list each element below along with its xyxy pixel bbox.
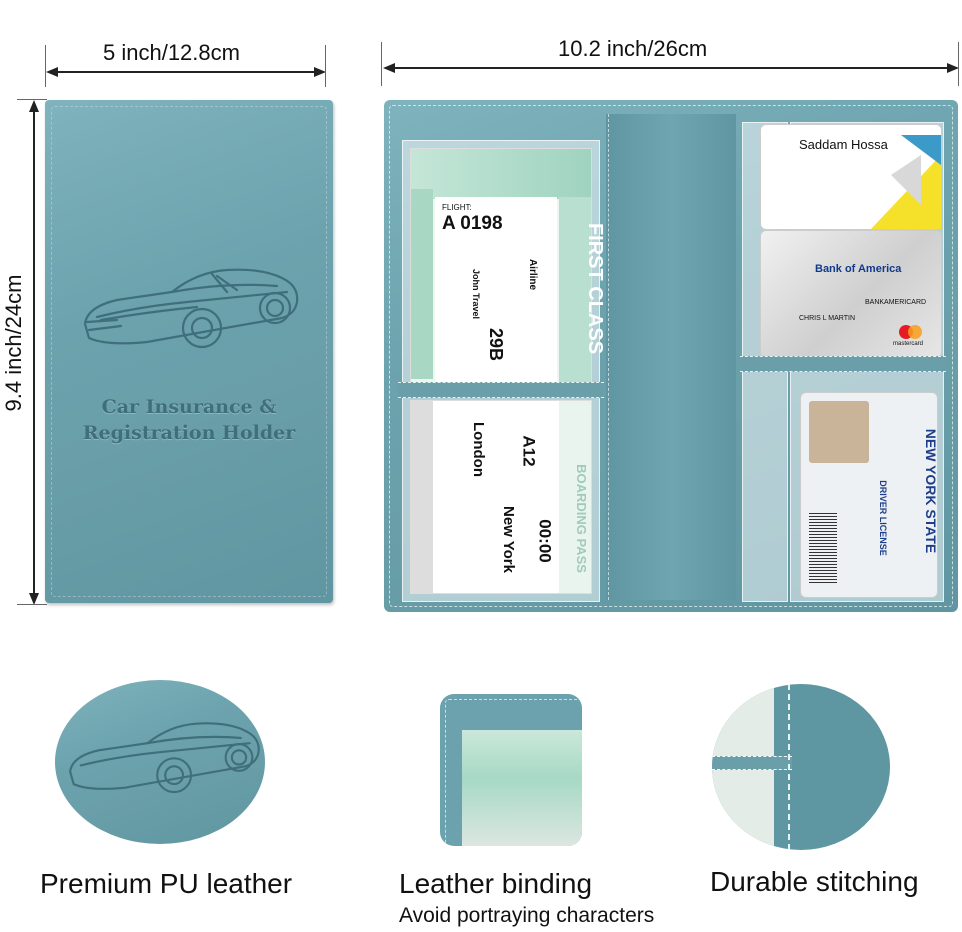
origin-city: London: [469, 422, 487, 477]
arrow-left-icon: [383, 63, 395, 73]
feature-subcaption-binding: Avoid portraying characters: [399, 904, 655, 927]
seat-number: 29B: [486, 327, 507, 362]
license-photo: [809, 401, 869, 463]
stitching-strap: [712, 756, 792, 770]
card-brand: BANKAMERICARD: [865, 299, 927, 306]
license-state: NEW YORK STATE: [923, 428, 938, 554]
cover-title-line1: Car Insurance &: [101, 396, 277, 418]
binding-stitching: [445, 699, 582, 846]
arrow-right-icon: [314, 67, 326, 77]
departure-time: 00:00: [535, 519, 555, 563]
feature-caption-stitching: Durable stitching: [710, 866, 919, 897]
business-card: Saddam Hossa: [760, 124, 942, 230]
car-emboss-icon: [69, 722, 260, 794]
arrow-right-icon: [947, 63, 959, 73]
cover-title-line2: Registration Holder: [82, 422, 296, 444]
destination-city: New York: [499, 506, 517, 573]
arrow-up-icon: [29, 100, 39, 112]
boarding-ticket-lower: A12 London New York 00:00 BOARDING PASS: [410, 400, 592, 594]
first-class-label: FIRST CLASS: [584, 222, 607, 355]
business-card-name: Saddam Hossa: [799, 137, 888, 152]
cover-width-label: 5 inch/12.8cm: [103, 40, 240, 65]
binding-ticket: [462, 730, 582, 846]
mastercard-icon-right: [908, 325, 922, 339]
card-holder: CHRIS L MARTIN: [799, 315, 856, 322]
cover-stitching: [51, 106, 327, 597]
feature-caption-binding: Leather binding: [399, 868, 593, 899]
inside-border-stitching: [389, 105, 953, 607]
front-cover: Car Insurance & Registration Holder: [45, 100, 333, 603]
tick-left: [45, 45, 46, 87]
height-label: 9.4 inch/24cm: [1, 274, 26, 412]
card-network: mastercard: [893, 341, 924, 347]
feature-leather-closeup: [55, 680, 265, 844]
airline-label: Airline: [527, 258, 539, 291]
license-type: DRIVER LICENSE: [877, 480, 888, 556]
spine-stitching: [608, 114, 609, 600]
tick-top: [17, 99, 47, 100]
flight-label: FLIGHT:: [442, 203, 472, 212]
boarding-ticket-upper: FLIGHT: A 0198 John Travel 29B Airline F…: [410, 148, 606, 388]
feature-caption-leather: Premium PU leather: [40, 868, 293, 899]
credit-card: Bank of America BANKAMERICARD CHRIS L MA…: [760, 230, 942, 358]
business-card-graphic: [871, 135, 941, 229]
height-line: [33, 106, 35, 596]
arrow-down-icon: [29, 593, 39, 605]
gate-value: A12: [519, 435, 539, 467]
open-width-label: 10.2 inch/26cm: [558, 36, 708, 61]
feature-binding-closeup: [440, 694, 582, 846]
cover-width-line: [52, 71, 320, 73]
stitching-seam: [788, 684, 790, 850]
tick-left: [381, 42, 382, 86]
driver-license: NEW YORK STATE DRIVER LICENSE: [800, 392, 938, 598]
arrow-left-icon: [46, 67, 58, 77]
boarding-pass-label: BOARDING PASS: [573, 464, 589, 573]
card-strap: [740, 356, 946, 372]
tick-bottom: [17, 604, 47, 605]
center-spine: [606, 114, 736, 600]
bank-name: Bank of America: [815, 263, 902, 275]
car-emboss-icon: [83, 268, 299, 349]
open-width-line: [390, 67, 952, 69]
inside-view: FLIGHT: A 0198 John Travel 29B Airline F…: [384, 100, 958, 612]
flight-number: A 0198: [442, 213, 503, 234]
pocket-strap: [398, 382, 604, 398]
tick-right: [958, 42, 959, 86]
passenger-name: John Travel: [471, 268, 482, 320]
license-barcode: [809, 513, 837, 583]
tick-right: [325, 45, 326, 87]
feature-stitching-closeup: [712, 684, 890, 850]
